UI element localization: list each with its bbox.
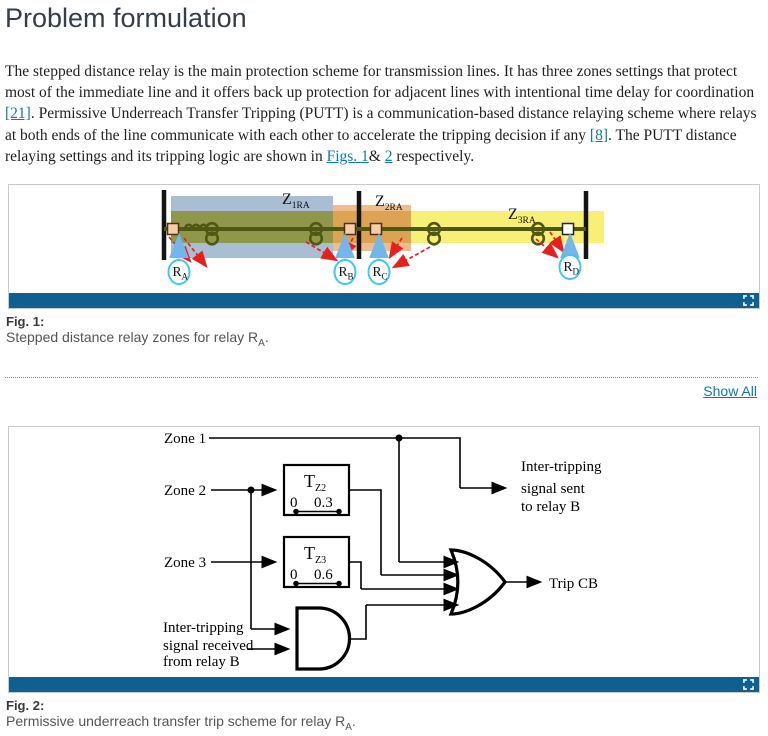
- figure-1-toolbar: [9, 293, 759, 309]
- figure-link-1[interactable]: Figs. 1: [326, 147, 369, 165]
- figure-1-caption: Fig. 1: Stepped distance relay zones for…: [6, 314, 768, 352]
- svg-text:0: 0: [290, 567, 298, 583]
- relay-c-label: RC: [373, 264, 388, 282]
- expand-icon[interactable]: [743, 678, 754, 690]
- svg-text:Inter-tripping: Inter-tripping: [521, 459, 602, 475]
- zone1-label: Z1RA: [282, 191, 310, 211]
- figure-2-image: TZ2 0 0.3 TZ3 0 0.6: [163, 431, 602, 671]
- trip-cb-label: Trip CB: [549, 576, 598, 592]
- figure-link-2[interactable]: 2: [384, 147, 393, 165]
- figure-2-caption: Fig. 2: Permissive underreach transfer t…: [6, 698, 768, 736]
- zone3-label: Z3RA: [508, 206, 536, 226]
- relay-d-square: [561, 222, 575, 236]
- intro-paragraph: The stepped distance relay is the main p…: [5, 61, 760, 167]
- measurement-arrows: [169, 232, 580, 259]
- intertrip-received-label: Inter-tripping signal received from rela…: [163, 620, 254, 670]
- paragraph-text: . The PUTT distance relaying settings an…: [5, 126, 737, 165]
- relay-b-label: RB: [339, 264, 354, 282]
- paragraph-text: . Permissive Underreach Transfer Trippin…: [5, 105, 757, 144]
- paragraph-text: &: [368, 147, 385, 165]
- relay-circles: RA RB RC RD: [167, 254, 582, 286]
- figure-2-toolbar: [9, 676, 759, 692]
- svg-text:0: 0: [290, 495, 298, 511]
- show-all-link[interactable]: Show All: [703, 382, 757, 399]
- junction-dot: [395, 434, 403, 442]
- paragraph-text: The stepped distance relay is the main p…: [5, 63, 755, 102]
- coil-symbol: [183, 223, 209, 231]
- svg-text:to relay B: to relay B: [521, 499, 580, 515]
- timer-z2-block: TZ2 0 0.3: [282, 463, 351, 516]
- page-title: Problem formulation: [5, 3, 247, 33]
- intertrip-sent-label: Inter-tripping signal sent to relay B: [521, 459, 602, 515]
- svg-text:signal sent: signal sent: [521, 481, 586, 497]
- zone2-label: Z2RA: [375, 193, 403, 213]
- timer-z3-block: TZ3 0 0.6: [282, 535, 351, 588]
- bus-bars: [161, 190, 589, 261]
- svg-text:Inter-tripping: Inter-tripping: [163, 620, 244, 636]
- zone3-input-label: Zone 3: [164, 555, 206, 571]
- svg-text:0.6: 0.6: [314, 567, 333, 583]
- reference-link-21[interactable]: [21]: [5, 105, 31, 123]
- relay-a-label: RA: [173, 264, 189, 282]
- junction-dot: [247, 486, 255, 494]
- or-gate: [448, 548, 507, 616]
- zone1-input-label: Zone 1: [164, 431, 206, 447]
- figure-2-caption-text: Permissive underreach transfer trip sche…: [6, 712, 356, 733]
- zone2-input-label: Zone 2: [164, 483, 206, 499]
- svg-text:signal received: signal received: [163, 638, 254, 654]
- expand-icon[interactable]: [743, 295, 754, 306]
- relay-d-label: RD: [564, 259, 580, 277]
- svg-text:TZ2: TZ2: [304, 471, 326, 494]
- relay-b-square: [343, 222, 357, 236]
- logic-wiring: [209, 437, 543, 656]
- figure-2-label: Fig. 2:: [6, 697, 45, 713]
- svg-text:from relay B: from relay B: [163, 654, 240, 670]
- reference-link-8[interactable]: [8]: [589, 126, 608, 144]
- svg-text:0.3: 0.3: [314, 495, 333, 511]
- ct-symbols: [204, 221, 546, 246]
- figure-1: Z1RA Z2RA Z3RA RA RB R: [8, 184, 760, 310]
- figure-1-caption-text: Stepped distance relay zones for relay R…: [6, 329, 269, 349]
- figure-2: TZ2 0 0.3 TZ3 0 0.6: [8, 425, 760, 693]
- paragraph-text: respectively.: [392, 147, 475, 165]
- show-all-row: Show All: [0, 383, 768, 399]
- section-divider: [5, 376, 758, 378]
- relay-c-square: [369, 222, 383, 236]
- figure-1-image: Z1RA Z2RA Z3RA RA RB R: [161, 190, 604, 286]
- svg-text:TZ3: TZ3: [304, 543, 326, 566]
- figure-1-label: Fig. 1:: [6, 314, 45, 330]
- relay-a-square: [166, 222, 180, 236]
- and-gate: [295, 606, 352, 671]
